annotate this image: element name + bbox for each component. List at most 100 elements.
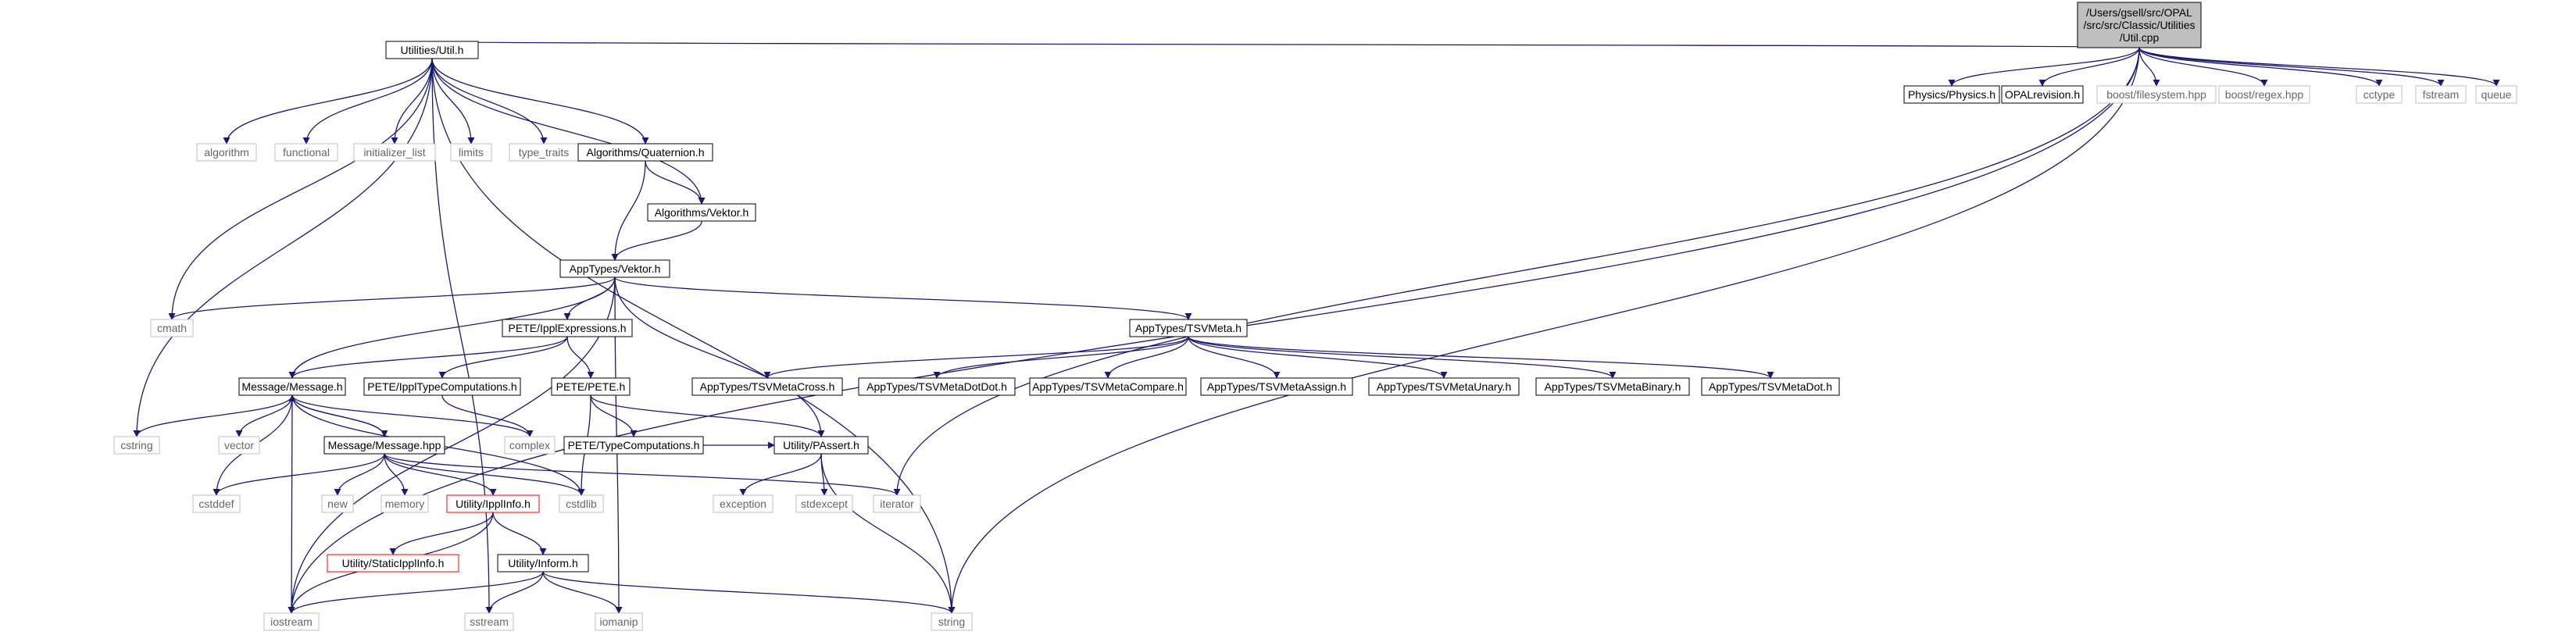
node-box-tsvmetadot-h bbox=[1701, 377, 1840, 396]
node-box-ipplinfo-h bbox=[446, 494, 540, 513]
node-tsvmetabinary-h[interactable]: AppTypes/TSVMetaBinary.h bbox=[1535, 377, 1690, 396]
edge-root-to-boost-regex bbox=[2138, 47, 2268, 87]
edge-message-h-to-vector bbox=[235, 394, 293, 437]
edge-root-to-cctype bbox=[2138, 47, 2383, 87]
node-label-tsvmetaassign-h: AppTypes/TSVMetaAssign.h bbox=[1207, 380, 1346, 393]
edge-pete-h-to-passert-h bbox=[590, 394, 825, 437]
node-label-inform-h: Utility/Inform.h bbox=[508, 557, 577, 569]
node-queue: queue bbox=[2475, 85, 2517, 104]
node-label-initializer-list: initializer_list bbox=[363, 146, 425, 159]
edge-ippltypecomputations-h-to-complex bbox=[441, 394, 534, 437]
edge-message-hpp-to-new bbox=[334, 453, 385, 496]
node-label-tsvmetadot-h: AppTypes/TSVMetaDot.h bbox=[1709, 380, 1832, 393]
node-layer: /Users/gsell/src/OPAL/src/src/Classic/Ut… bbox=[113, 2, 2517, 631]
edge-alg-vektor-h-to-apptypes-vektor-h bbox=[611, 220, 702, 261]
node-box-inform-h bbox=[497, 554, 589, 573]
edge-message-hpp-to-cstddef bbox=[213, 453, 385, 496]
edge-util-h-to-cstring bbox=[133, 58, 433, 437]
node-ipplexpressions-h[interactable]: PETE/IpplExpressions.h bbox=[502, 319, 633, 337]
node-tsvmetacross-h[interactable]: AppTypes/TSVMetaCross.h bbox=[691, 377, 843, 396]
node-box-tsvmetacross-h bbox=[691, 377, 843, 396]
node-box-algorithm bbox=[196, 143, 257, 162]
node-label-tsvmetacross-h: AppTypes/TSVMetaCross.h bbox=[700, 380, 835, 393]
edge-tsvmeta-h-to-tsvmetaunary-h bbox=[1188, 336, 1448, 379]
node-util-h[interactable]: Utilities/Util.h bbox=[385, 41, 479, 59]
edge-util-h-to-alg-vektor-h bbox=[431, 58, 706, 205]
node-box-passert-h bbox=[774, 436, 869, 455]
node-boost-regex: boost/regex.hpp bbox=[2218, 85, 2310, 104]
node-new: new bbox=[321, 494, 354, 513]
node-label-new: new bbox=[327, 498, 348, 510]
node-tsvmeta-h[interactable]: AppTypes/TSVMeta.h bbox=[1129, 319, 1248, 337]
node-ippltypecomputations-h[interactable]: PETE/IpplTypeComputations.h bbox=[363, 377, 521, 396]
node-label-functional: functional bbox=[283, 146, 330, 159]
node-box-complex bbox=[504, 436, 556, 455]
edge-tsvmeta-h-to-tsvmetaassign-h bbox=[1188, 336, 1281, 379]
node-root[interactable]: /Users/gsell/src/OPAL/src/src/Classic/Ut… bbox=[2077, 2, 2202, 48]
node-box-sstream bbox=[464, 612, 514, 631]
node-petetypecomputations-h[interactable]: PETE/TypeComputations.h bbox=[563, 436, 704, 455]
edge-root-to-opalrevision-h bbox=[2038, 47, 2140, 87]
edge-layer bbox=[133, 41, 2500, 614]
node-alg-vektor-h[interactable]: Algorithms/Vektor.h bbox=[647, 203, 756, 222]
node-opalrevision-h[interactable]: OPALrevision.h bbox=[2001, 85, 2084, 104]
node-box-functional bbox=[274, 143, 338, 162]
node-box-initializer-list bbox=[353, 143, 436, 162]
node-box-cstring bbox=[113, 436, 160, 455]
edge-apptypes-vektor-h-to-tsvmeta-h bbox=[614, 276, 1192, 320]
node-box-petetypecomputations-h bbox=[563, 436, 704, 455]
node-label-root-line-0: /Users/gsell/src/OPAL bbox=[2086, 6, 2192, 19]
node-passert-h[interactable]: Utility/PAssert.h bbox=[774, 436, 869, 455]
node-box-ippltypecomputations-h bbox=[363, 377, 521, 396]
node-functional: functional bbox=[274, 143, 338, 162]
node-label-cstdlib: cstdlib bbox=[566, 498, 597, 510]
node-label-tsvmetacompare-h: AppTypes/TSVMetaCompare.h bbox=[1032, 380, 1184, 393]
edge-passert-h-to-exception bbox=[739, 453, 822, 496]
node-tsvmetaassign-h[interactable]: AppTypes/TSVMetaAssign.h bbox=[1200, 377, 1353, 396]
node-label-message-h: Message/Message.h bbox=[241, 380, 342, 393]
node-box-tsvmetaassign-h bbox=[1200, 377, 1353, 396]
node-label-sstream: sstream bbox=[470, 615, 509, 628]
edge-apptypes-vektor-h-to-iostream bbox=[288, 276, 616, 614]
node-physics-h[interactable]: Physics/Physics.h bbox=[1903, 85, 2000, 104]
node-message-hpp[interactable]: Message/Message.hpp bbox=[323, 436, 445, 455]
node-box-pete-h bbox=[551, 377, 631, 396]
node-quaternion-h[interactable]: Algorithms/Quaternion.h bbox=[577, 143, 713, 162]
edge-message-hpp-to-iterator bbox=[384, 453, 901, 496]
node-tsvmetaunary-h[interactable]: AppTypes/TSVMetaUnary.h bbox=[1368, 377, 1520, 396]
node-pete-h[interactable]: PETE/PETE.h bbox=[551, 377, 631, 396]
node-cstring: cstring bbox=[113, 436, 160, 455]
edge-apptypes-vektor-h-to-passert-h bbox=[614, 276, 825, 437]
node-box-tsvmetaunary-h bbox=[1368, 377, 1520, 396]
node-inform-h[interactable]: Utility/Inform.h bbox=[497, 554, 589, 573]
edge-inform-h-to-sstream bbox=[485, 571, 544, 614]
edge-message-hpp-to-memory bbox=[384, 453, 409, 496]
node-label-physics-h: Physics/Physics.h bbox=[1908, 88, 1995, 101]
node-boost-filesystem: boost/filesystem.hpp bbox=[2096, 85, 2217, 104]
node-complex: complex bbox=[504, 436, 556, 455]
node-tsvmetacompare-h[interactable]: AppTypes/TSVMetaCompare.h bbox=[1029, 377, 1187, 396]
edge-pete-h-to-petetypecomputations-h bbox=[590, 394, 638, 437]
node-label-staticipplinfo-h: Utility/StaticIpplInfo.h bbox=[342, 557, 445, 569]
node-box-staticipplinfo-h bbox=[327, 554, 459, 573]
edge-util-h-to-limits bbox=[431, 58, 475, 144]
node-box-alg-vektor-h bbox=[647, 203, 756, 222]
node-box-new bbox=[321, 494, 354, 513]
edge-inform-h-to-iostream bbox=[288, 571, 544, 614]
edge-util-h-to-quaternion-h bbox=[431, 58, 649, 144]
node-tsvmetadotdot-h[interactable]: AppTypes/TSVMetaDotDot.h bbox=[858, 377, 1016, 396]
node-fstream: fstream bbox=[2415, 85, 2467, 104]
node-label-cmath: cmath bbox=[157, 322, 187, 334]
node-iterator: iterator bbox=[873, 494, 921, 513]
node-box-opalrevision-h bbox=[2001, 85, 2084, 104]
edge-inform-h-to-iomanip bbox=[542, 571, 623, 614]
edge-ipplexpressions-h-to-message-h bbox=[288, 336, 568, 379]
node-apptypes-vektor-h[interactable]: AppTypes/Vektor.h bbox=[559, 259, 670, 278]
node-label-opalrevision-h: OPALrevision.h bbox=[2005, 88, 2080, 101]
node-tsvmetadot-h[interactable]: AppTypes/TSVMetaDot.h bbox=[1701, 377, 1840, 396]
node-message-h[interactable]: Message/Message.h bbox=[238, 377, 346, 396]
node-label-memory: memory bbox=[385, 498, 425, 510]
node-label-iostream: iostream bbox=[270, 615, 313, 628]
node-box-exception bbox=[713, 494, 774, 513]
